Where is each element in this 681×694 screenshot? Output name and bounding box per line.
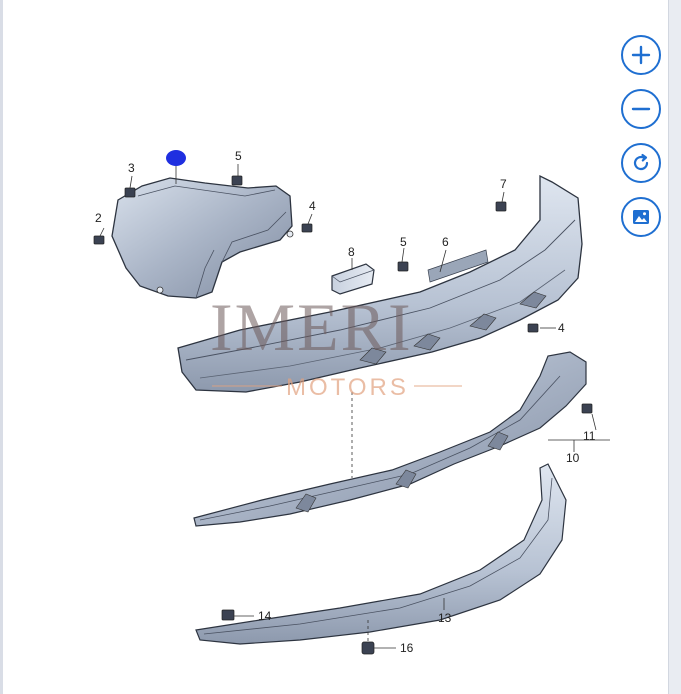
watermark-sub: MOTORS <box>286 374 409 401</box>
watermark: IMERI MOTORS <box>210 289 462 401</box>
callout-16: 16 <box>400 641 414 655</box>
zoom-in-button[interactable] <box>621 35 661 75</box>
callout-14: 14 <box>258 609 272 623</box>
callout-labels: 2 3 5 4 7 8 5 6 4 11 10 13 14 16 <box>95 149 596 655</box>
watermark-main: IMERI <box>210 289 413 365</box>
selected-part-marker[interactable] <box>166 150 186 166</box>
callout-6: 6 <box>442 235 449 249</box>
callout-5-mid: 5 <box>400 235 407 249</box>
bumper-cover-part <box>177 174 583 393</box>
lower-bracket-part <box>193 351 587 527</box>
callout-3: 3 <box>128 161 135 175</box>
scrollbar-track[interactable] <box>668 0 681 694</box>
zoom-out-button[interactable] <box>621 89 661 129</box>
rotate-icon <box>633 153 649 171</box>
diffuser-strip-part <box>195 463 567 645</box>
callout-4-top: 4 <box>309 199 316 213</box>
callout-10: 10 <box>566 451 580 465</box>
callout-11: 11 <box>583 429 596 443</box>
callout-5-top: 5 <box>235 149 242 163</box>
callout-4-right: 4 <box>558 321 565 335</box>
leader-lines <box>99 164 610 649</box>
callout-7: 7 <box>500 177 507 191</box>
left-border <box>0 0 3 694</box>
minus-icon <box>631 107 651 111</box>
callout-2: 2 <box>95 211 102 225</box>
fastener-parts <box>93 175 593 655</box>
plus-icon <box>631 45 651 65</box>
callout-13: 13 <box>438 611 452 625</box>
rotate-button[interactable] <box>621 143 661 183</box>
corner-trim-part <box>111 177 294 299</box>
image-view-button[interactable] <box>621 197 661 237</box>
image-icon <box>633 210 649 224</box>
small-block-part <box>331 263 375 295</box>
callout-8: 8 <box>348 245 355 259</box>
